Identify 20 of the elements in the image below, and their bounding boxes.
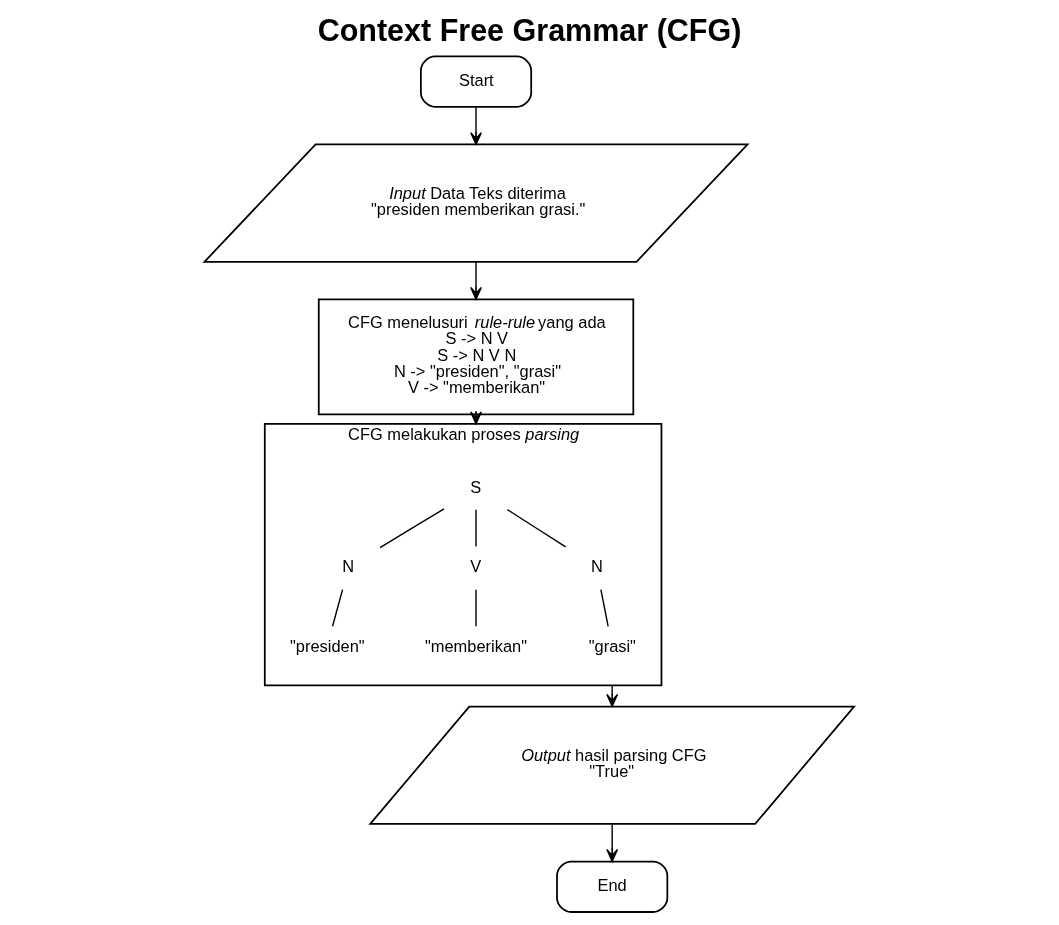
connector [475,509,477,548]
connector [379,508,445,549]
connector [506,508,567,548]
node-box: End [556,860,669,913]
node-text: "presiden" [290,637,365,656]
diagram-title: Context Free Grammar (CFG) [317,12,742,47]
node-text: N [591,557,603,576]
node-text: S [470,477,482,496]
arrow [606,823,619,862]
connector [600,588,609,627]
arrow [470,106,483,146]
connector [331,588,344,627]
node-text: V [470,557,482,576]
node-text: "grasi" [588,637,636,656]
arrow [470,261,483,300]
node-text: "memberikan" [424,637,527,656]
connector [475,588,477,627]
node-text: N [342,557,355,576]
arrow [606,684,619,707]
node-box: Start [420,55,533,108]
